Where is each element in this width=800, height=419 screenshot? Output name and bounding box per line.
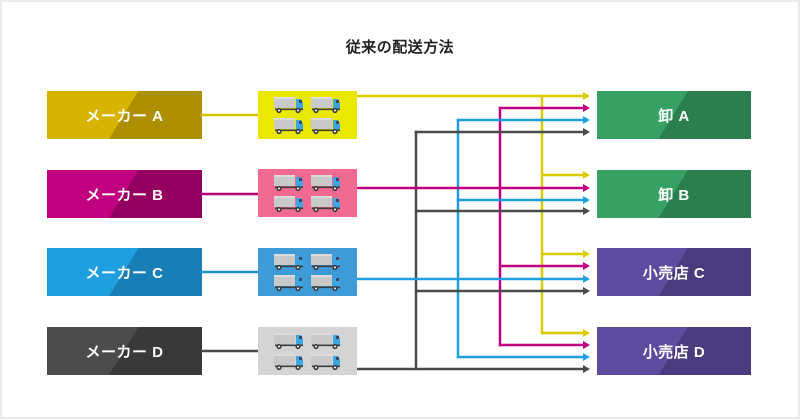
truck-icon [274, 195, 303, 212]
truck-icon [274, 117, 303, 134]
maker-a-label: メーカー A [85, 107, 164, 125]
truck-icon [274, 174, 303, 191]
truck-icon [274, 353, 303, 370]
truck-box-c [258, 248, 357, 296]
wholesaler-a-box: 卸 A [597, 91, 751, 139]
maker-c-box: メーカー C [47, 248, 202, 296]
truck-icon [311, 353, 340, 370]
arrowhead-maker-c-to-retailer-c [583, 275, 590, 283]
arrowhead-maker-a-to-wholesaler-a [583, 92, 590, 100]
arrowhead-maker-a-to-retailer-c [583, 250, 590, 258]
arrowhead-maker-b-to-retailer-d [583, 341, 590, 349]
maker-b-label: メーカー B [85, 186, 164, 204]
retailer-d-label: 小売店 D [642, 343, 706, 361]
wholesaler-b-label: 卸 B [658, 186, 690, 204]
retailer-d-box: 小売店 D [597, 327, 751, 375]
maker-c-label: メーカー C [85, 264, 164, 282]
truck-box-d [258, 327, 357, 375]
truck-icon [274, 96, 303, 113]
arrowhead-maker-c-to-wholesaler-a [583, 116, 590, 124]
arrowhead-maker-c-to-wholesaler-b [583, 196, 590, 204]
maker-a-box: メーカー A [47, 91, 202, 139]
truck-icon [274, 274, 303, 291]
arrowhead-maker-d-to-retailer-c [583, 287, 590, 295]
diagram-title: 従来の配送方法 [345, 39, 455, 56]
truck-icon [311, 195, 340, 212]
arrowhead-maker-d-to-wholesaler-a [583, 128, 590, 136]
truck-icon [311, 174, 340, 191]
wholesaler-a-label: 卸 A [658, 107, 690, 125]
truck-box-a [258, 91, 357, 139]
truck-icon [274, 253, 303, 270]
truck-icon [311, 117, 340, 134]
retailer-c-label: 小売店 C [642, 264, 706, 282]
truck-icon [274, 332, 303, 349]
truck-box-b [258, 169, 357, 217]
maker-d-label: メーカー D [85, 343, 164, 361]
arrowhead-maker-d-to-wholesaler-b [583, 207, 590, 215]
arrowhead-maker-b-to-retailer-c [583, 262, 590, 270]
truck-icon [311, 274, 340, 291]
maker-b-box: メーカー B [47, 170, 202, 218]
arrowhead-maker-a-to-retailer-d [583, 329, 590, 337]
wholesaler-b-box: 卸 B [597, 170, 751, 218]
arrowhead-maker-d-to-retailer-d [583, 365, 590, 373]
arrowhead-maker-b-to-wholesaler-b [583, 184, 590, 192]
truck-icon [311, 253, 340, 270]
arrowhead-maker-c-to-retailer-d [583, 353, 590, 361]
arrowhead-maker-b-to-wholesaler-a [583, 104, 590, 112]
maker-d-box: メーカー D [47, 327, 202, 375]
truck-icon [311, 332, 340, 349]
truck-icon [311, 96, 340, 113]
retailer-c-box: 小売店 C [597, 248, 751, 296]
arrowhead-maker-a-to-wholesaler-b [583, 171, 590, 179]
